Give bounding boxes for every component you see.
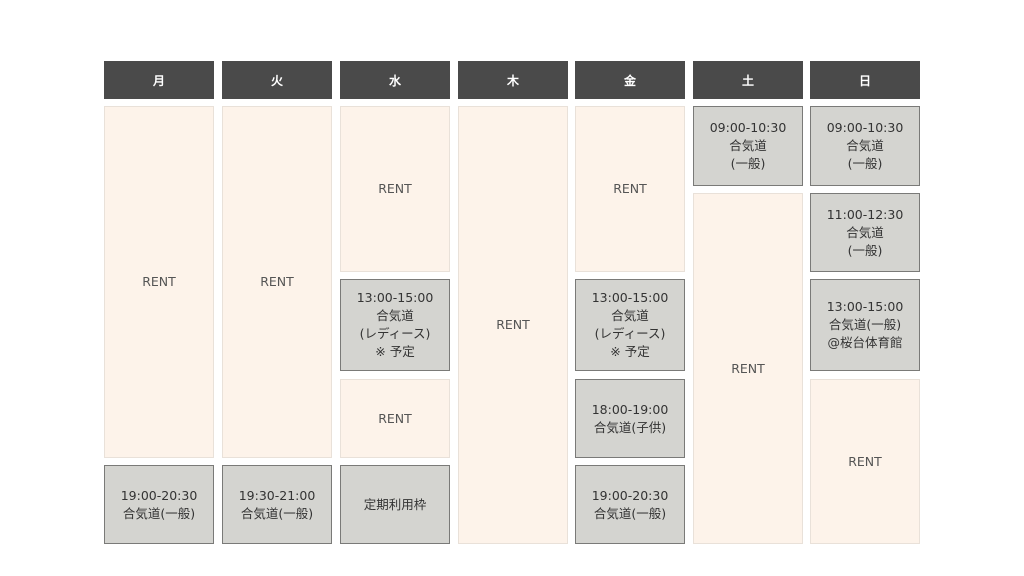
weekday-header-thu: 木 [458, 61, 568, 99]
weekday-header-sun: 日 [810, 61, 920, 99]
rent-slot: RENT [458, 106, 568, 544]
rent-slot: RENT [222, 106, 332, 458]
weekday-header-sat: 土 [693, 61, 803, 99]
rent-slot: RENT [340, 379, 450, 458]
rent-slot: RENT [575, 106, 685, 272]
class-slot: 19:30-21:00 合気道(一般) [222, 465, 332, 544]
class-slot: 19:00-20:30 合気道(一般) [575, 465, 685, 544]
class-slot: 09:00-10:30 合気道 (一般) [810, 106, 920, 186]
class-slot: 19:00-20:30 合気道(一般) [104, 465, 214, 544]
class-slot: 13:00-15:00 合気道 (レディース) ※ 予定 [575, 279, 685, 371]
weekday-header-tue: 火 [222, 61, 332, 99]
class-slot: 11:00-12:30 合気道 (一般) [810, 193, 920, 272]
weekday-header-wed: 水 [340, 61, 450, 99]
weekday-header-fri: 金 [575, 61, 685, 99]
weekday-header-mon: 月 [104, 61, 214, 99]
rent-slot: RENT [693, 193, 803, 544]
class-slot: 18:00-19:00 合気道(子供) [575, 379, 685, 458]
class-slot: 定期利用枠 [340, 465, 450, 544]
class-slot: 13:00-15:00 合気道(一般) @桜台体育館 [810, 279, 920, 371]
rent-slot: RENT [104, 106, 214, 458]
class-slot: 13:00-15:00 合気道 (レディース) ※ 予定 [340, 279, 450, 371]
rent-slot: RENT [340, 106, 450, 272]
class-slot: 09:00-10:30 合気道 (一般) [693, 106, 803, 186]
rent-slot: RENT [810, 379, 920, 544]
